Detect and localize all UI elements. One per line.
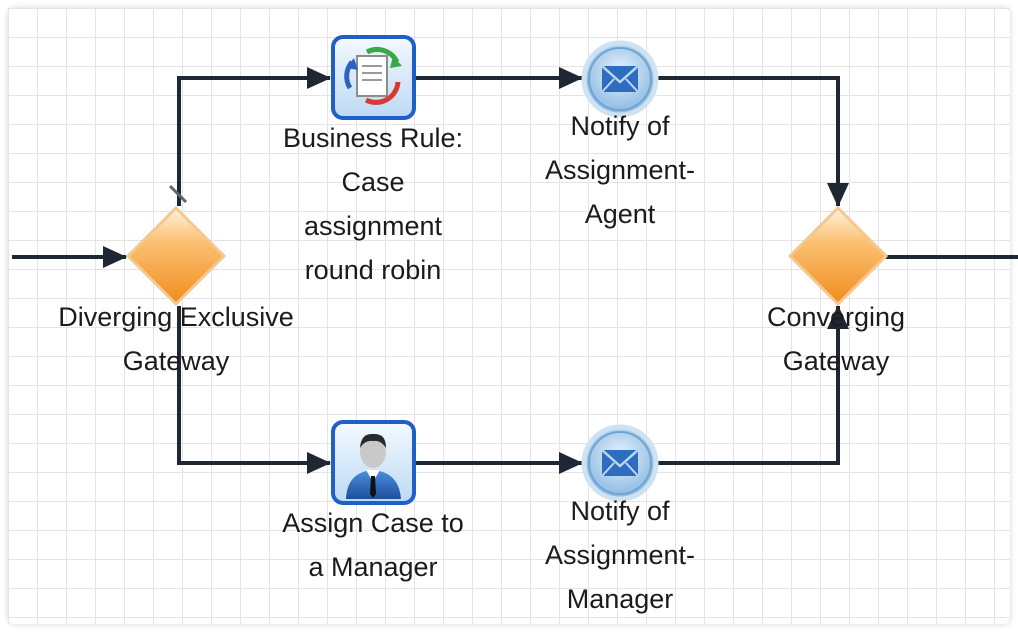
gateway-diamond-icon (787, 205, 889, 307)
gateway-diamond-icon (125, 205, 227, 307)
label-line: assignment (303, 211, 443, 241)
label-line: Assignment- (544, 155, 696, 185)
label-line: Business Rule: (282, 123, 464, 153)
label-line: Gateway (122, 346, 230, 376)
label-line: Converging (766, 302, 906, 332)
label-line: round robin (304, 255, 442, 285)
label-line: Notify of (570, 496, 670, 526)
envelope-icon (601, 65, 639, 93)
label-line: Case (341, 167, 405, 197)
label-line: Notify of (570, 111, 670, 141)
connector-handle-icon[interactable] (168, 184, 188, 204)
business-rule-task[interactable] (331, 35, 416, 120)
business-rule-icon (344, 47, 402, 105)
label-line: a Manager (308, 552, 438, 582)
sequence-flows (12, 67, 1018, 474)
label-line: Manager (566, 584, 674, 614)
label-line: Assignment- (544, 540, 696, 570)
notify-manager-message-event[interactable] (581, 424, 659, 502)
notify-agent-message-event[interactable] (581, 40, 659, 118)
label-line: Agent (584, 199, 656, 229)
user-icon (346, 433, 401, 499)
diverging-exclusive-gateway[interactable] (125, 205, 227, 307)
label-line: Diverging Exclusive (58, 302, 294, 332)
flow-notify-manager-to-converging-gateway[interactable] (658, 305, 849, 465)
label-line: Gateway (782, 346, 890, 376)
flow-gateway-to-assign-manager[interactable] (177, 306, 331, 474)
converging-gateway[interactable] (787, 205, 889, 307)
flow-notify-agent-to-converging-gateway[interactable] (658, 76, 849, 207)
envelope-icon (601, 449, 639, 477)
notify-agent-label: Notify of Assignment- Agent (500, 104, 740, 236)
assign-manager-label: Assign Case to a Manager (253, 501, 493, 589)
diverging-gateway-label: Diverging Exclusive Gateway (56, 295, 296, 383)
notify-manager-label: Notify of Assignment- Manager (500, 489, 740, 621)
converging-gateway-label: Converging Gateway (716, 295, 956, 383)
flow-gateway-to-business-rule[interactable] (177, 67, 331, 206)
label-line: Assign Case to (282, 508, 464, 538)
assign-manager-user-task[interactable] (331, 420, 416, 505)
business-rule-label: Business Rule: Case assignment round rob… (253, 116, 493, 292)
